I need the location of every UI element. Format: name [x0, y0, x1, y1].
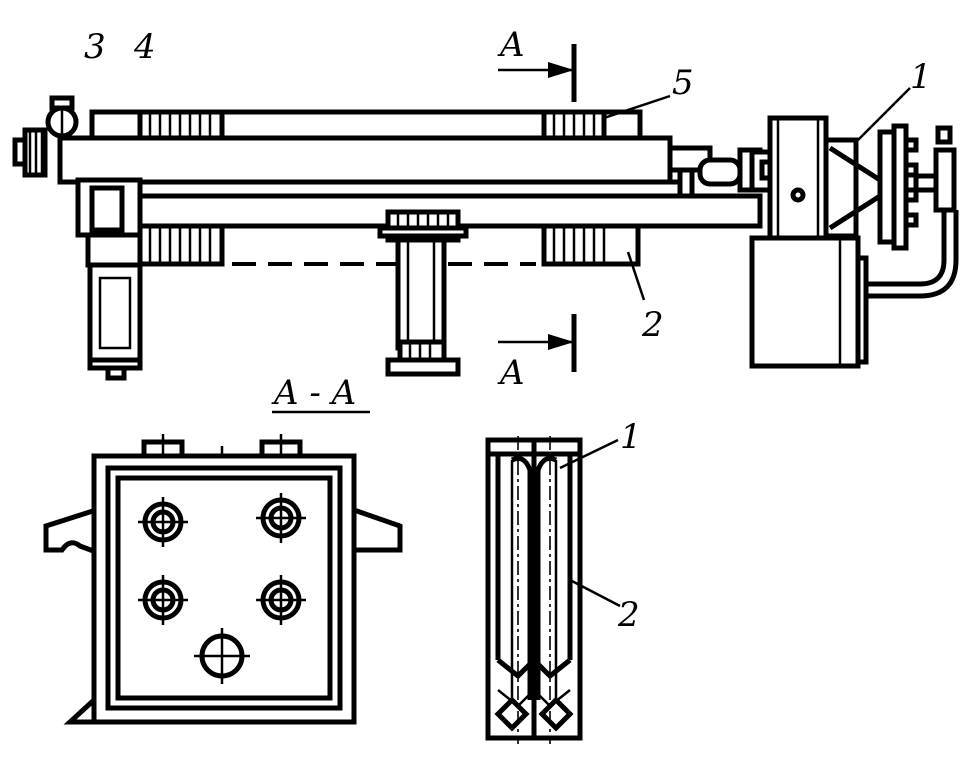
plate-stack-top-left: [137, 109, 225, 141]
callout-1: 1: [910, 57, 932, 97]
main-beam: [57, 135, 713, 185]
callout-3: 3: [84, 27, 106, 67]
detail-callout-1: 1: [620, 417, 642, 457]
section-marker-bottom: [498, 314, 577, 372]
detail-callout-2: 2: [617, 595, 640, 635]
plate-stack-bottom-left: [137, 223, 225, 267]
handwheel: [45, 95, 79, 139]
section-marker-top: [498, 44, 577, 102]
left-end-screw: [12, 127, 48, 178]
detail-leader-2: [569, 578, 621, 608]
section-title: A - A: [271, 373, 356, 413]
oil-tank: [749, 210, 959, 369]
hole-top-right: [256, 493, 306, 543]
head-plate: [75, 177, 143, 381]
filter-press-side-view: 3 4 5 1 2 A A: [12, 25, 959, 393]
detail-leader-1: [559, 438, 619, 470]
right-handle: [353, 507, 403, 553]
callout-5: 5: [672, 63, 694, 103]
plate-stack-top-right: [541, 109, 607, 141]
callout-2: 2: [641, 305, 664, 345]
hole-top-left: [138, 497, 188, 547]
filter-plate-section: A - A: [43, 373, 403, 725]
leader-2: [626, 251, 646, 301]
leader-5: [603, 94, 671, 120]
hole-mid-left: [138, 575, 188, 625]
hole-mid-right: [256, 575, 306, 625]
filter-cloth-detail: 1 2: [485, 417, 642, 744]
left-handle: [43, 507, 97, 555]
pulled-plate: [377, 209, 469, 377]
hole-bottom-center: [194, 628, 250, 684]
section-arrow-label-bottom: A: [497, 353, 525, 393]
section-arrow-label-top: A: [497, 25, 525, 65]
callout-4: 4: [133, 27, 156, 67]
plate-stack-bottom-right: [541, 223, 641, 267]
leader-1: [857, 87, 911, 141]
